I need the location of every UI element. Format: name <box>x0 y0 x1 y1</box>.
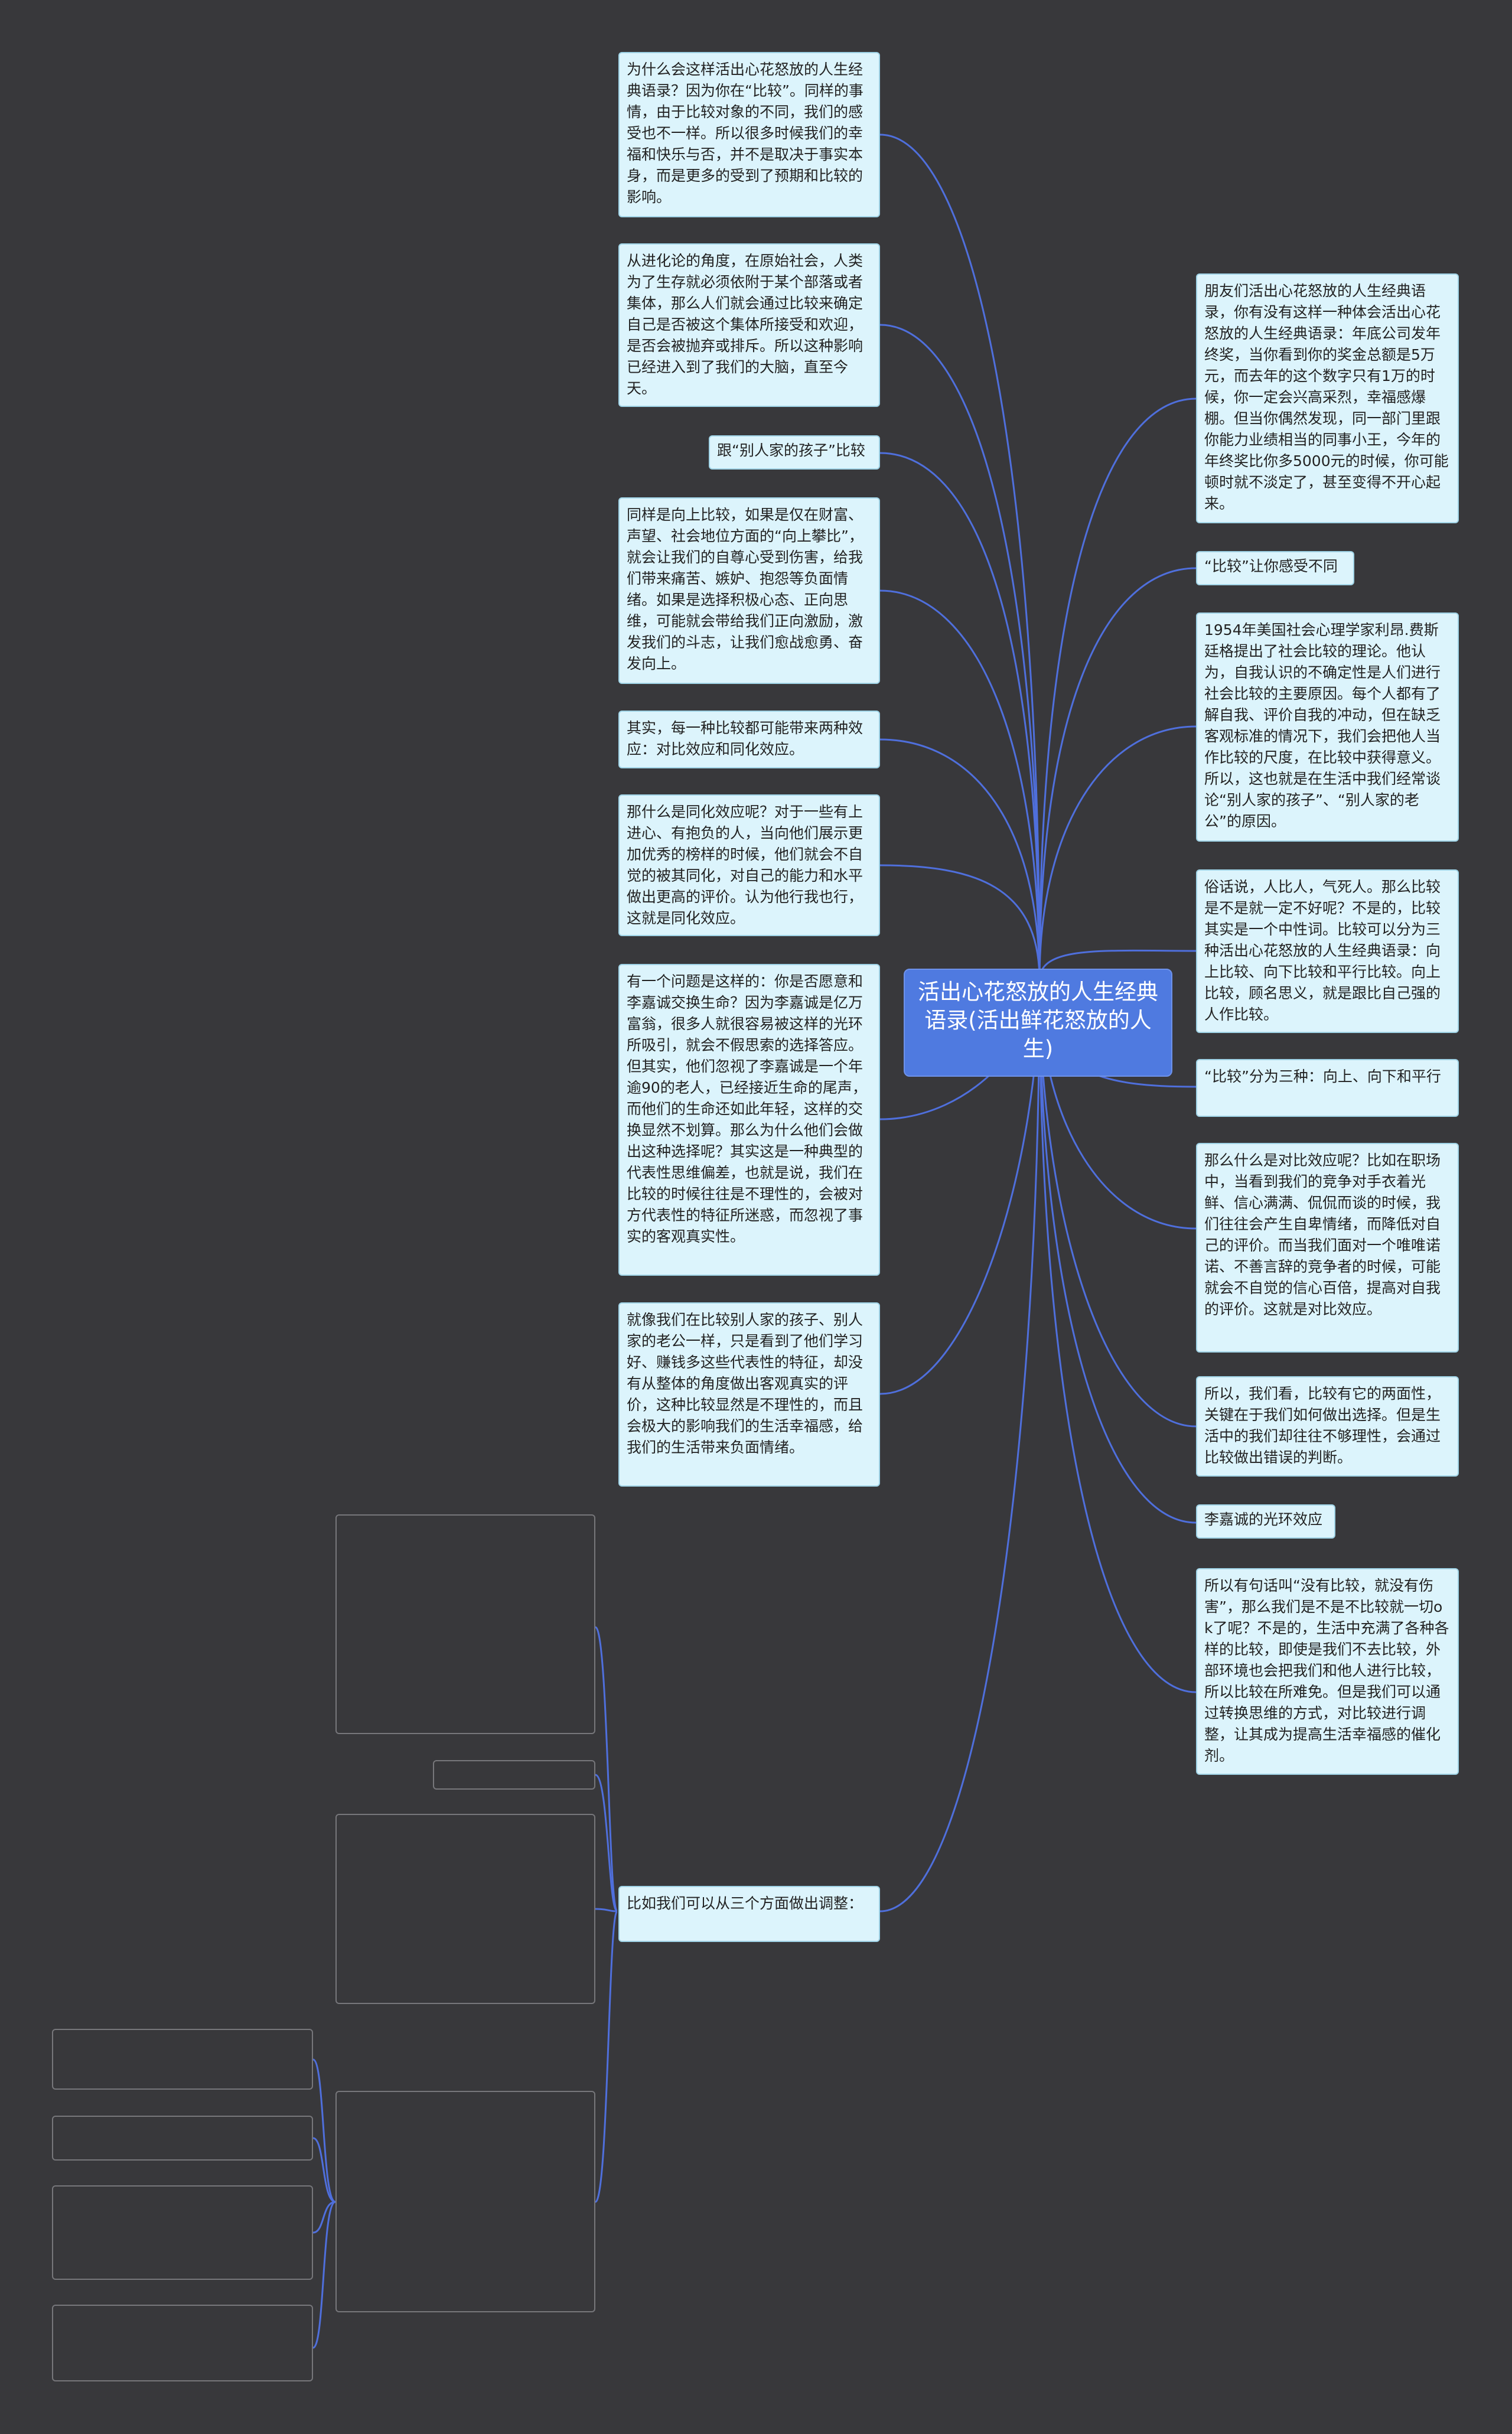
connector-left-4 <box>879 589 1041 981</box>
right-node-3[interactable]: 1954年美国社会心理学家利昂.费斯廷格提出了社会比较的理论。他认为，自我认识的… <box>1196 612 1459 842</box>
left-node-1-text: 为什么会这样活出心花怒放的人生经典语录？因为你在“比较”。同样的事情，由于比较对… <box>627 61 863 206</box>
left-node-9[interactable]: 比如我们可以从三个方面做出调整： <box>618 1886 880 1942</box>
left-node-5[interactable]: 其实，每一种比较都可能带来两种效应：对比效应和同化效应。 <box>618 711 880 768</box>
left-node-3[interactable]: 跟“别人家的孩子”比较 <box>709 435 880 470</box>
connector-subsub-2 <box>312 2137 336 2203</box>
central-topic[interactable]: 活出心花怒放的人生经典语录(活出鲜花怒放的人生) <box>904 969 1172 1077</box>
connector-right-8 <box>1038 980 1197 1524</box>
left-node-7-text: 有一个问题是这样的：你是否愿意和李嘉诚交换生命？因为李嘉诚是亿万富翁，很多人就很… <box>627 973 867 1245</box>
connector-right-2 <box>1038 567 1197 981</box>
sub-node-1[interactable] <box>335 1514 595 1734</box>
right-node-5-text: “比较”分为三种：向上、向下和平行 <box>1204 1068 1441 1085</box>
sub-node-3[interactable] <box>335 1814 595 2004</box>
left-node-9-text: 比如我们可以从三个方面做出调整： <box>627 1895 863 1912</box>
left-node-7[interactable]: 有一个问题是这样的：你是否愿意和李嘉诚交换生命？因为李嘉诚是亿万富翁，很多人就很… <box>618 964 880 1276</box>
right-node-1-text: 朋友们活出心花怒放的人生经典语录，你有没有这样一种体会活出心花怒放的人生经典语录… <box>1204 282 1449 512</box>
connector-right-9 <box>1038 980 1197 1693</box>
connector-right-4 <box>1038 949 1197 981</box>
connector-right-3 <box>1038 725 1197 981</box>
connector-left-1 <box>879 133 1041 981</box>
left-node-6-text: 那什么是同化效应呢？对于一些有上进心、有抱负的人，当向他们展示更加优秀的榜样的时… <box>627 803 863 927</box>
right-node-2[interactable]: “比较”让你感受不同 <box>1196 551 1354 585</box>
connector-left-2 <box>879 324 1041 981</box>
left-node-1[interactable]: 为什么会这样活出心花怒放的人生经典语录？因为你在“比较”。同样的事情，由于比较对… <box>618 52 880 217</box>
sub-sub-node-4[interactable] <box>52 2305 313 2381</box>
connector-right-7 <box>1038 980 1197 1428</box>
right-node-9[interactable]: 所以有句话叫“没有比较，就没有伤害”，那么我们是不是不比较就一切ok了呢？不是的… <box>1196 1568 1459 1775</box>
right-node-6-text: 那么什么是对比效应呢？比如在职场中，当看到我们的竞争对手衣着光鲜、信心满满、侃侃… <box>1204 1152 1441 1318</box>
left-node-3-text: 跟“别人家的孩子”比较 <box>717 442 865 459</box>
left-node-4-text: 同样是向上比较，如果是仅在财富、声望、社会地位方面的“向上攀比”，就会让我们的自… <box>627 506 863 672</box>
right-node-8-text: 李嘉诚的光环效应 <box>1204 1511 1323 1528</box>
connector-right-1 <box>1038 397 1197 981</box>
connector-sub-3 <box>595 1908 618 1912</box>
left-node-6[interactable]: 那什么是同化效应呢？对于一些有上进心、有抱负的人，当向他们展示更加优秀的榜样的时… <box>618 794 880 936</box>
connector-left-6 <box>879 864 1041 981</box>
right-node-9-text: 所以有句话叫“没有比较，就没有伤害”，那么我们是不是不比较就一切ok了呢？不是的… <box>1204 1577 1449 1764</box>
central-topic-label: 活出心花怒放的人生经典语录(活出鲜花怒放的人生) <box>918 979 1158 1061</box>
connector-left-9 <box>879 980 1041 1912</box>
connector-sub-4 <box>594 1910 618 2203</box>
right-node-7[interactable]: 所以，我们看，比较有它的两面性，关键在于我们如何做出选择。但是生活中的我们却往往… <box>1196 1376 1459 1477</box>
right-node-5[interactable]: “比较”分为三种：向上、向下和平行 <box>1196 1059 1459 1117</box>
right-node-8[interactable]: 李嘉诚的光环效应 <box>1196 1504 1335 1539</box>
connector-sub-1 <box>594 1626 618 1912</box>
left-node-4[interactable]: 同样是向上比较，如果是仅在财富、声望、社会地位方面的“向上攀比”，就会让我们的自… <box>618 497 880 684</box>
sub-node-2[interactable] <box>433 1760 595 1790</box>
right-node-3-text: 1954年美国社会心理学家利昂.费斯廷格提出了社会比较的理论。他认为，自我认识的… <box>1204 621 1441 830</box>
connector-sub-2 <box>595 1774 618 1912</box>
sub-sub-node-1[interactable] <box>52 2029 313 2090</box>
sub-sub-node-3[interactable] <box>52 2185 313 2280</box>
right-node-7-text: 所以，我们看，比较有它的两面性，关键在于我们如何做出选择。但是生活中的我们却往往… <box>1204 1385 1441 1466</box>
connector-subsub-3 <box>312 2201 336 2234</box>
left-node-5-text: 其实，每一种比较都可能带来两种效应：对比效应和同化效应。 <box>627 719 863 758</box>
left-node-2-text: 从进化论的角度，在原始社会，人类为了生存就必须依附于某个部落或者集体，那么人们就… <box>627 252 863 397</box>
right-node-4[interactable]: 俗话说，人比人，气死人。那么比较是不是就一定不好呢？不是的，比较其实是一个中性词… <box>1196 869 1459 1033</box>
connector-subsub-1 <box>312 2058 336 2203</box>
left-node-8[interactable]: 就像我们在比较别人家的孩子、别人家的老公一样，只是看到了他们学习好、赚钱多这些代… <box>618 1302 880 1487</box>
left-node-8-text: 就像我们在比较别人家的孩子、别人家的老公一样，只是看到了他们学习好、赚钱多这些代… <box>627 1311 863 1456</box>
right-node-4-text: 俗话说，人比人，气死人。那么比较是不是就一定不好呢？不是的，比较其实是一个中性词… <box>1204 878 1441 1023</box>
left-node-2[interactable]: 从进化论的角度，在原始社会，人类为了生存就必须依附于某个部落或者集体，那么人们就… <box>618 243 880 407</box>
right-node-2-text: “比较”让你感受不同 <box>1204 558 1338 575</box>
sub-sub-node-2[interactable] <box>52 2116 313 2161</box>
sub-node-4[interactable] <box>335 2091 595 2312</box>
connector-left-5 <box>879 738 1041 981</box>
right-node-1[interactable]: 朋友们活出心花怒放的人生经典语录，你有没有这样一种体会活出心花怒放的人生经典语录… <box>1196 273 1459 523</box>
connector-subsub-4 <box>312 2201 336 2349</box>
right-node-6[interactable]: 那么什么是对比效应呢？比如在职场中，当看到我们的竞争对手衣着光鲜、信心满满、侃侃… <box>1196 1143 1459 1353</box>
connector-left-3 <box>879 452 1041 981</box>
